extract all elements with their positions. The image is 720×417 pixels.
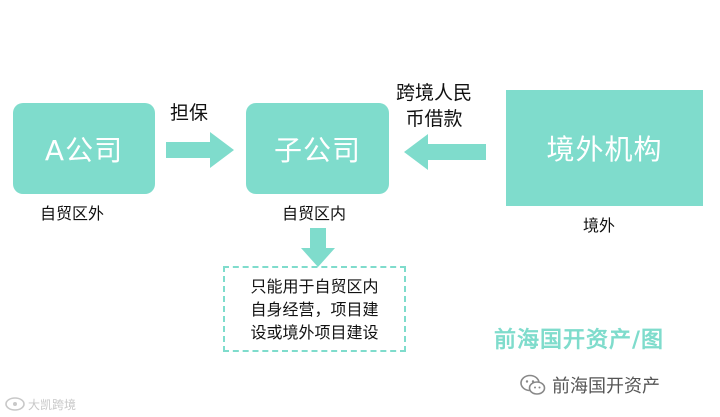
- usage-note-box: 只能用于自贸区内 自身经营，项目建 设或境外项目建设: [223, 266, 406, 352]
- corner-watermark-text: 大凯跨境: [28, 397, 77, 412]
- corner-watermark: 大凯跨境: [4, 395, 76, 413]
- wechat-account-name: 前海国开资产: [552, 376, 660, 397]
- loan-label: 跨境人民 币借款: [396, 80, 472, 132]
- node-a-company: A公司: [13, 103, 155, 194]
- node-overseas-caption: 境外: [583, 216, 616, 235]
- node-overseas-label: 境外机构: [546, 133, 663, 166]
- loan-label-line-1: 跨境人民: [396, 82, 473, 104]
- node-a-company-label: A公司: [44, 133, 124, 167]
- node-a-company-caption: 自贸区外: [40, 204, 105, 223]
- loan-label-line-2: 币借款: [405, 108, 463, 130]
- node-subsidiary: 子公司: [246, 103, 389, 194]
- loan-arrow: [404, 134, 486, 170]
- node-subsidiary-label: 子公司: [273, 133, 361, 167]
- wechat-icon: [520, 374, 546, 395]
- node-overseas: 境外机构: [506, 90, 703, 206]
- corner-logo-icon: [5, 397, 25, 411]
- usage-note-line-3: 设或境外项目建设: [250, 322, 379, 342]
- wechat-account: 前海国开资产: [520, 372, 660, 398]
- usage-note-text: 只能用于自贸区内 自身经营，项目建 设或境外项目建设: [250, 275, 378, 344]
- down-arrow: [301, 228, 335, 267]
- guarantee-arrow: [166, 132, 234, 168]
- usage-note-line-1: 只能用于自贸区内: [250, 276, 379, 296]
- guarantee-label: 担保: [170, 102, 209, 124]
- node-subsidiary-caption: 自贸区内: [282, 204, 347, 223]
- usage-note-line-2: 自身经营，项目建: [250, 299, 379, 319]
- source-watermark: 前海国开资产/图: [494, 328, 665, 353]
